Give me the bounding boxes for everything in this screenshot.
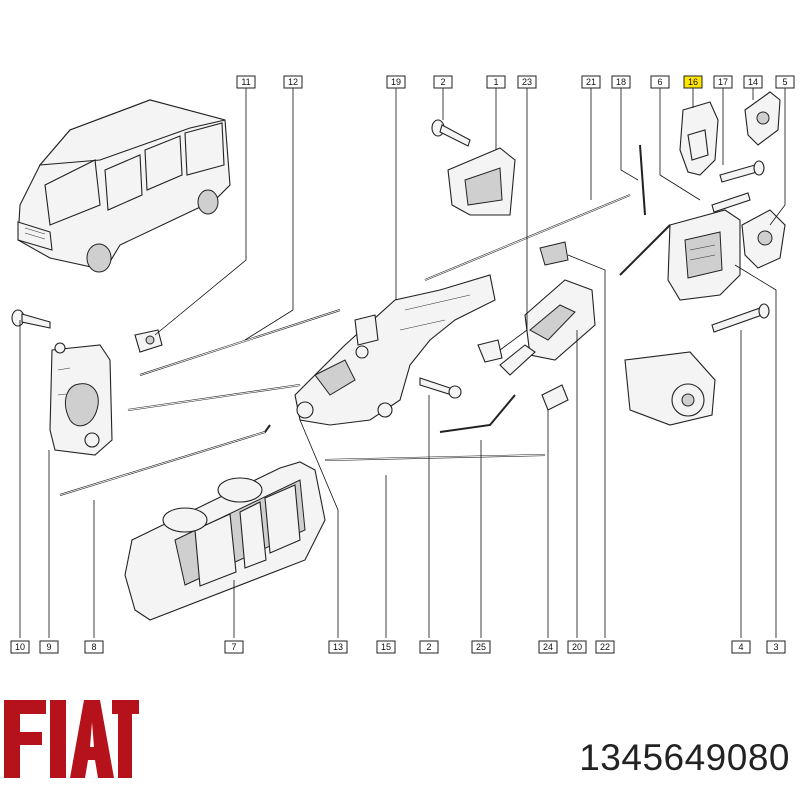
outer-handle <box>124 461 326 621</box>
callout-22: 22 <box>595 640 615 654</box>
callout-5: 5 <box>775 75 795 89</box>
svg-text:17: 17 <box>718 77 728 87</box>
actuator-20 <box>499 279 596 376</box>
callouts-bottom: 10 9 8 7 13 15 2 25 24 20 22 4 3 <box>10 640 786 654</box>
svg-text:21: 21 <box>586 77 596 87</box>
callout-23: 23 <box>517 75 537 89</box>
callout-25: 25 <box>471 640 491 654</box>
callout-11: 11 <box>236 75 256 89</box>
clip-11 <box>134 329 163 353</box>
fiat-logo <box>4 700 139 778</box>
screw-4 <box>711 303 770 333</box>
callout-19: 19 <box>386 75 406 89</box>
screws-17 <box>711 160 765 213</box>
svg-text:23: 23 <box>522 77 532 87</box>
callout-6: 6 <box>650 75 670 89</box>
svg-text:19: 19 <box>391 77 401 87</box>
svg-text:6: 6 <box>657 77 662 87</box>
van-illustration <box>17 99 231 273</box>
svg-text:22: 22 <box>600 642 610 652</box>
svg-text:12: 12 <box>288 77 298 87</box>
svg-text:18: 18 <box>616 77 626 87</box>
part-number: 1345649080 <box>579 737 790 778</box>
svg-text:20: 20 <box>572 642 582 652</box>
connector-23 <box>477 339 503 363</box>
callout-17: 17 <box>713 75 733 89</box>
svg-text:13: 13 <box>333 642 343 652</box>
svg-text:15: 15 <box>381 642 391 652</box>
callout-14: 14 <box>743 75 763 89</box>
callout-13: 13 <box>328 640 348 654</box>
svg-text:24: 24 <box>543 642 553 652</box>
left-door-lock <box>49 342 113 456</box>
bracket-1 <box>431 119 516 216</box>
callout-2-top: 2 <box>433 75 453 89</box>
svg-text:8: 8 <box>91 642 96 652</box>
svg-text:2: 2 <box>440 77 445 87</box>
bolt-10 <box>11 309 51 329</box>
callout-8: 8 <box>84 640 104 654</box>
callout-16-highlighted: 16 <box>683 75 703 89</box>
callout-2-bottom: 2 <box>419 640 439 654</box>
svg-text:4: 4 <box>738 642 743 652</box>
callout-10: 10 <box>10 640 30 654</box>
svg-text:1: 1 <box>493 77 498 87</box>
svg-text:3: 3 <box>773 642 778 652</box>
callout-12: 12 <box>283 75 303 89</box>
part-5 <box>741 209 786 269</box>
bolt-2 <box>419 377 462 399</box>
svg-text:16: 16 <box>688 77 698 87</box>
callout-9: 9 <box>39 640 59 654</box>
callout-20: 20 <box>567 640 587 654</box>
highlighted-part-16 <box>679 101 719 176</box>
callout-1: 1 <box>486 75 506 89</box>
callouts-top: 11 12 19 2 1 23 21 18 6 16 17 14 5 <box>236 75 795 89</box>
callout-7: 7 <box>224 640 244 654</box>
part-14 <box>744 91 781 146</box>
rods <box>59 144 671 496</box>
callout-3: 3 <box>766 640 786 654</box>
svg-text:14: 14 <box>748 77 758 87</box>
callout-24: 24 <box>538 640 558 654</box>
central-latch <box>294 274 496 426</box>
svg-text:10: 10 <box>15 642 25 652</box>
callout-21: 21 <box>581 75 601 89</box>
sensor-24 <box>541 384 569 411</box>
callout-15: 15 <box>376 640 396 654</box>
svg-text:11: 11 <box>241 77 250 87</box>
connector-22 <box>539 241 569 266</box>
callout-18: 18 <box>611 75 631 89</box>
svg-text:7: 7 <box>231 642 236 652</box>
svg-text:25: 25 <box>476 642 486 652</box>
svg-text:9: 9 <box>46 642 51 652</box>
svg-text:2: 2 <box>426 642 431 652</box>
rear-lock <box>667 209 741 301</box>
svg-text:5: 5 <box>782 77 787 87</box>
callout-4: 4 <box>731 640 751 654</box>
leader-lines <box>19 88 786 638</box>
lock-cylinder <box>624 351 716 426</box>
